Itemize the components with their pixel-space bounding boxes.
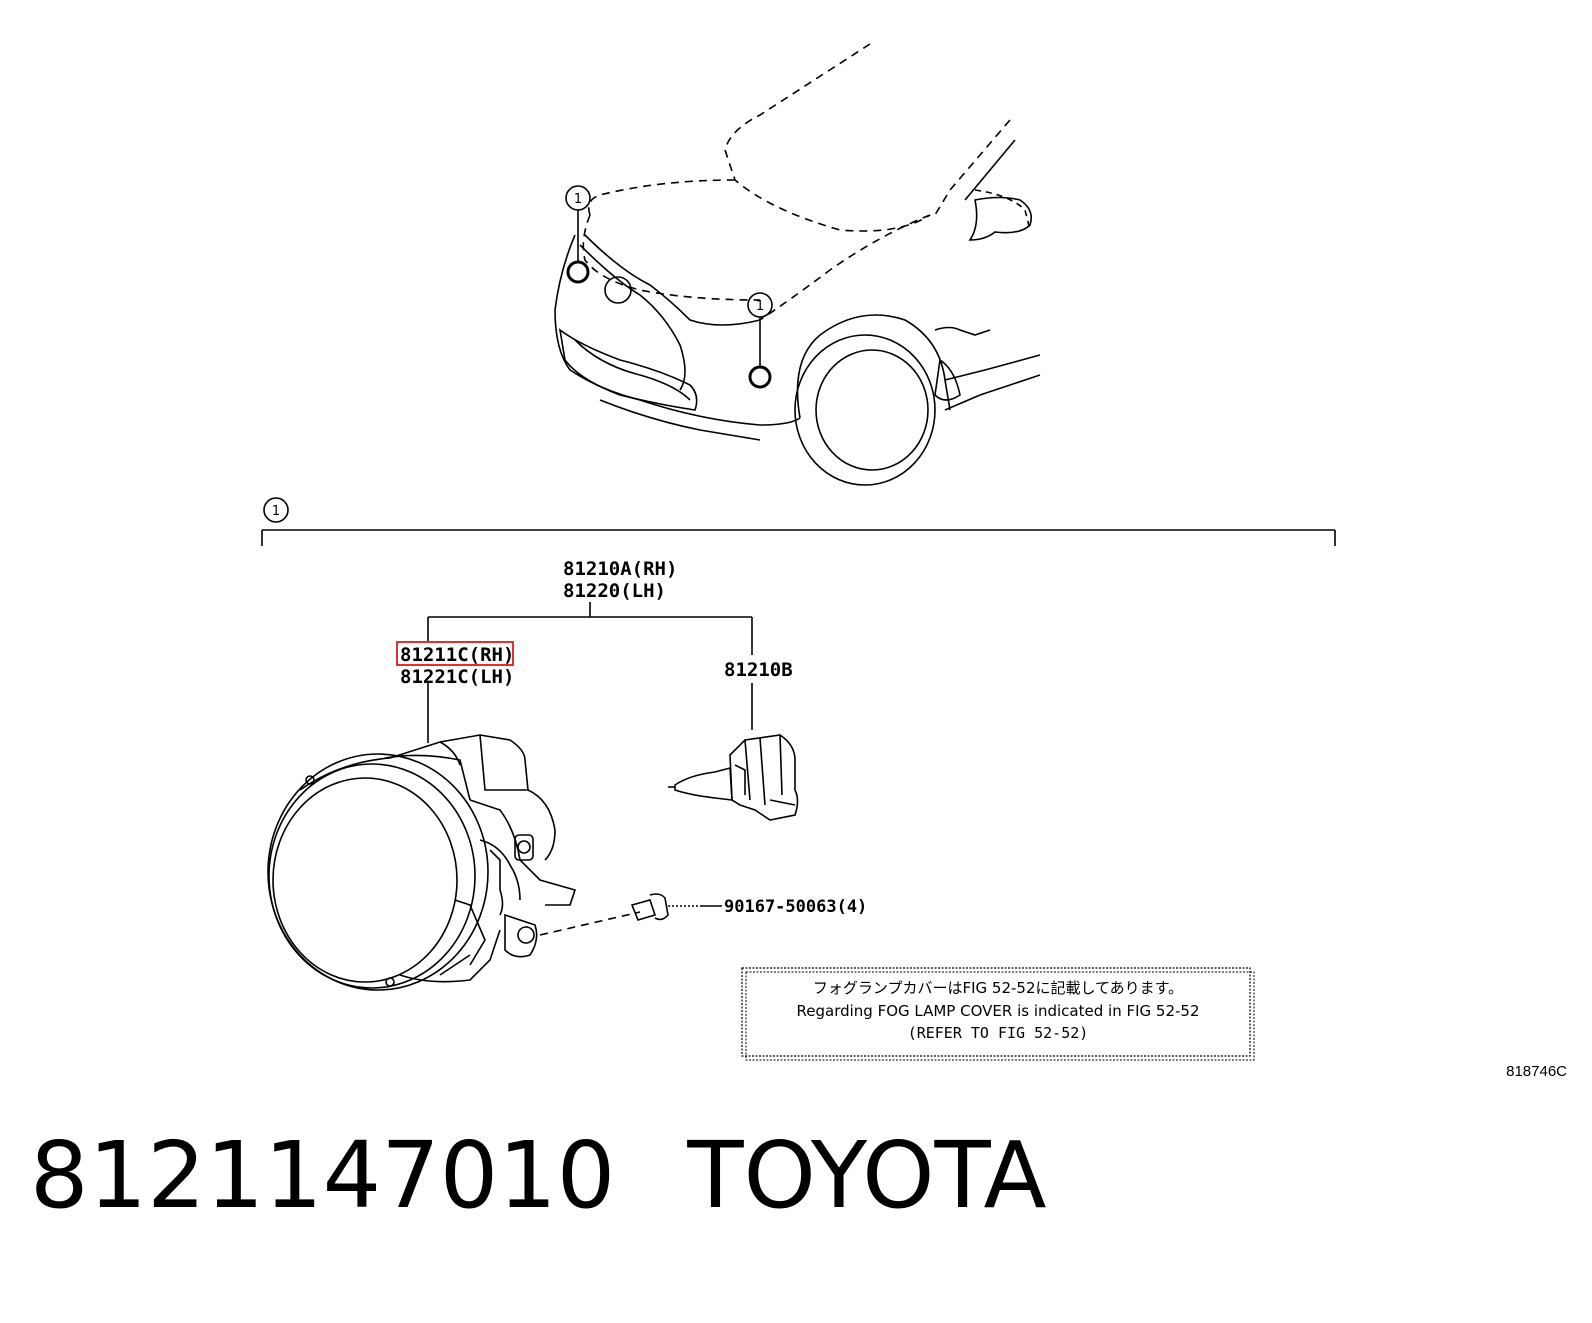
group-callout-number: 1: [272, 504, 280, 519]
callout-marker-right: [747, 292, 773, 389]
fog-lamp-bulb-drawing: [668, 734, 799, 821]
part-code-unit-lh[interactable]: 81221C(LH): [400, 666, 514, 688]
figure-reference: 818746C: [1506, 1063, 1567, 1080]
callout-number-left: 1: [574, 192, 582, 207]
note-text-english: Regarding FOG LAMP COVER is indicated in…: [797, 1002, 1200, 1020]
note-text-refer: (REFER TO FIG 52-52): [908, 1024, 1089, 1042]
footer-brand: TOYOTA: [687, 1122, 1047, 1229]
part-code-bulb[interactable]: 81210B: [724, 659, 793, 681]
callout-marker-left: [565, 185, 591, 284]
fog-lamp-location-mark: [604, 276, 632, 304]
vehicle-front-illustration: [554, 43, 1041, 486]
part-tree-lines: [427, 602, 753, 743]
note-box: [741, 967, 1255, 1061]
screw-drawing: [630, 893, 722, 921]
part-code-assembly-rh[interactable]: 81210A(RH): [563, 558, 677, 580]
callout-number-right: 1: [756, 299, 764, 314]
fog-lamp-unit-drawing: [267, 734, 577, 991]
footer-part-number: 8121147010: [30, 1122, 616, 1229]
part-code-unit-rh[interactable]: 81211C(RH): [400, 644, 514, 666]
part-code-screw[interactable]: 90167-50063(4): [724, 897, 867, 917]
note-text-japanese: フォグランプカバーはFIG 52-52に記載してあります。: [813, 979, 1183, 997]
part-code-assembly-lh[interactable]: 81220(LH): [563, 580, 666, 602]
screw-leader: [539, 911, 641, 936]
highlight-box-unit-rh: [396, 641, 514, 666]
group-bracket: [261, 497, 1336, 546]
